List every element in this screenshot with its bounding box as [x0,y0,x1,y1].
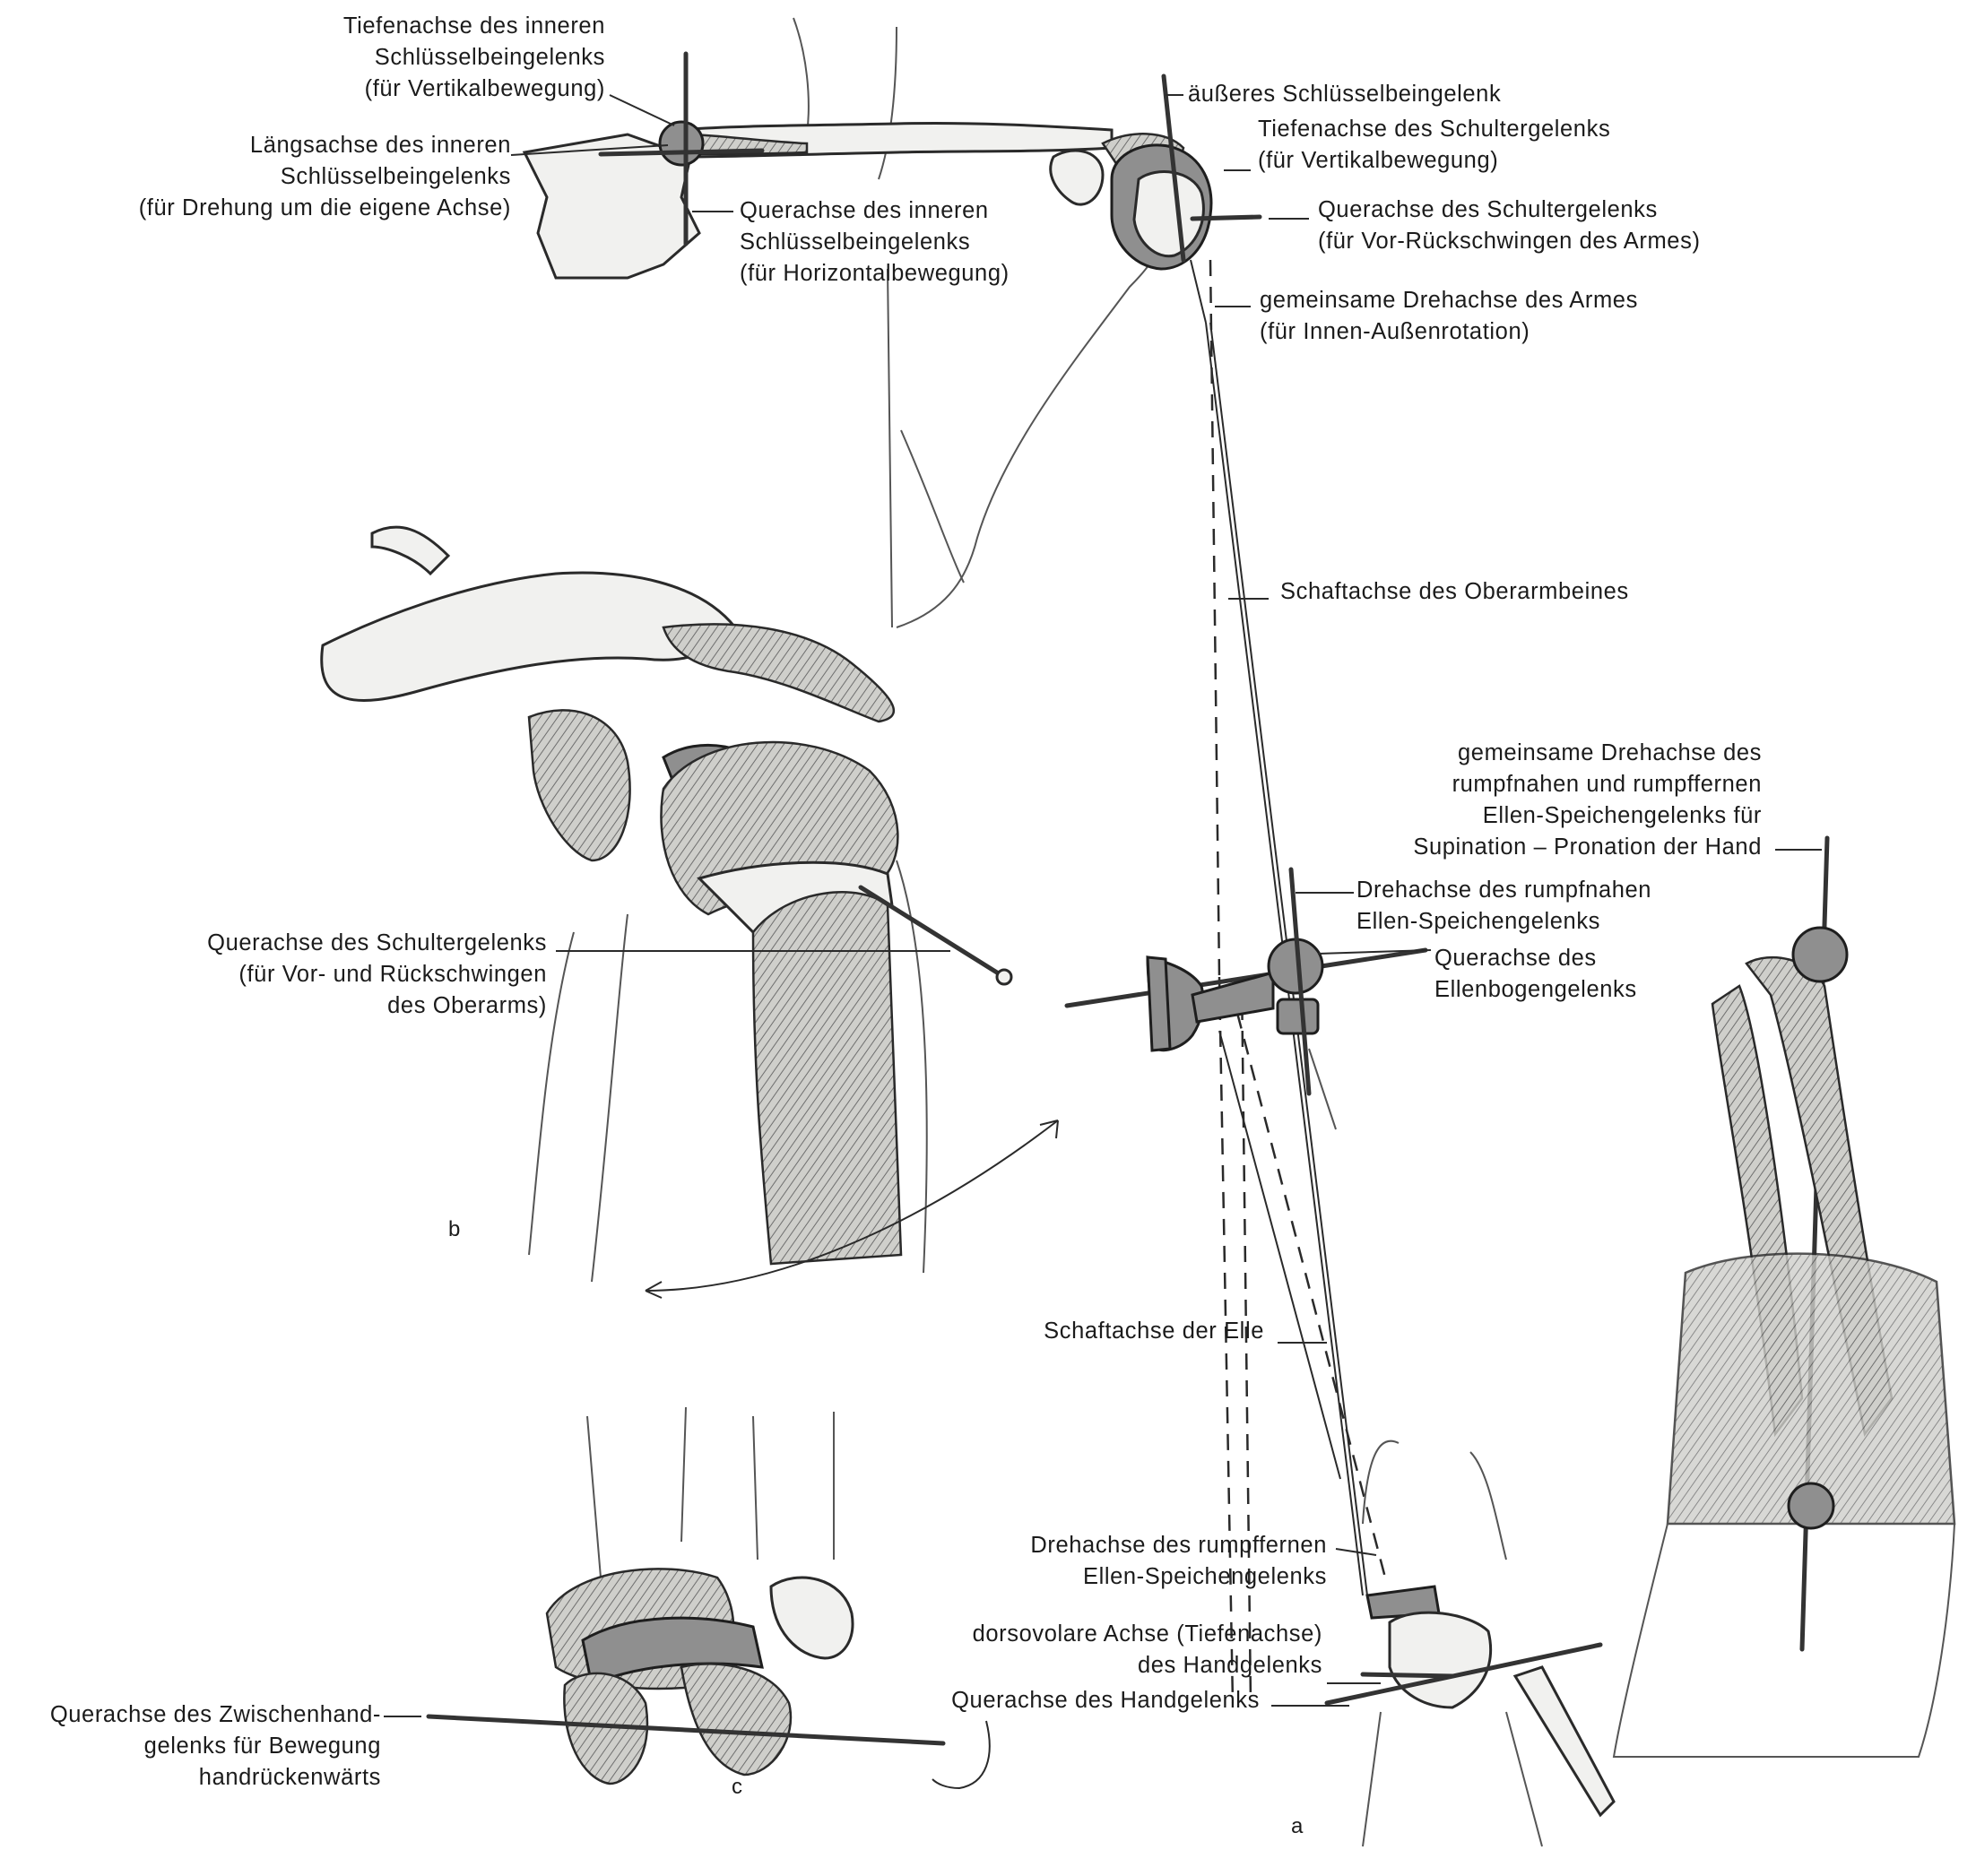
label-drehachse-arm: gemeinsame Drehachse des Armes (für Inne… [1260,285,1690,348]
wrist-a [1327,1441,1614,1846]
label-querachse-schulter-a: Querachse des Schultergelenks (für Vor-R… [1318,195,1784,257]
label-laengsachse-inneres: Längsachse des inneren Schlüsselbeingele… [81,130,511,224]
label-querachse-handgelenk: Querachse des Handgelenks [879,1685,1260,1716]
label-drehachse-rumpffern: Drehachse des rumpffernen Ellen-Speichen… [941,1530,1327,1593]
label-schaftachse-oberarm: Schaftachse des Oberarmbeines [1280,576,1693,608]
figure-letter-c: c [732,1775,742,1800]
sternum-clavicle-scapula [524,18,1211,627]
label-gemeinsame-drehachse-hand: gemeinsame Drehachse des rumpfnahen und … [1327,738,1762,863]
label-dorsovolare-achse: dorsovolare Achse (Tiefenachse) des Hand… [861,1619,1322,1681]
label-querachse-zwischenhand: Querachse des Zwischenhand- gelenks für … [0,1699,381,1794]
figure-letter-a: a [1291,1814,1303,1839]
label-tiefenachse-schulter: Tiefenachse des Schultergelenks (für Ver… [1258,114,1652,177]
label-querachse-ellenbogen: Querachse des Ellenbogengelenks [1434,943,1721,1006]
label-schaftachse-elle: Schaftachse der Elle [968,1316,1264,1347]
shoulder-closeup-b [322,527,1058,1298]
wrist-closeup-c [429,1407,990,1788]
figure-letter-b: b [448,1217,460,1242]
label-aeusseres-gelenk: äußeres Schlüsselbeingelenk [1188,79,1547,110]
label-querachse-schulter-b: Querachse des Schultergelenks (für Vor- … [148,928,547,1022]
label-drehachse-rumpfnah: Drehachse des rumpfnahen Ellen-Speicheng… [1356,875,1715,938]
label-querachse-inneres: Querachse des inneren Schlüsselbeingelen… [740,195,1062,290]
label-tiefenachse-inneres: Tiefenachse des inneren Schlüsselbeingel… [278,11,605,105]
